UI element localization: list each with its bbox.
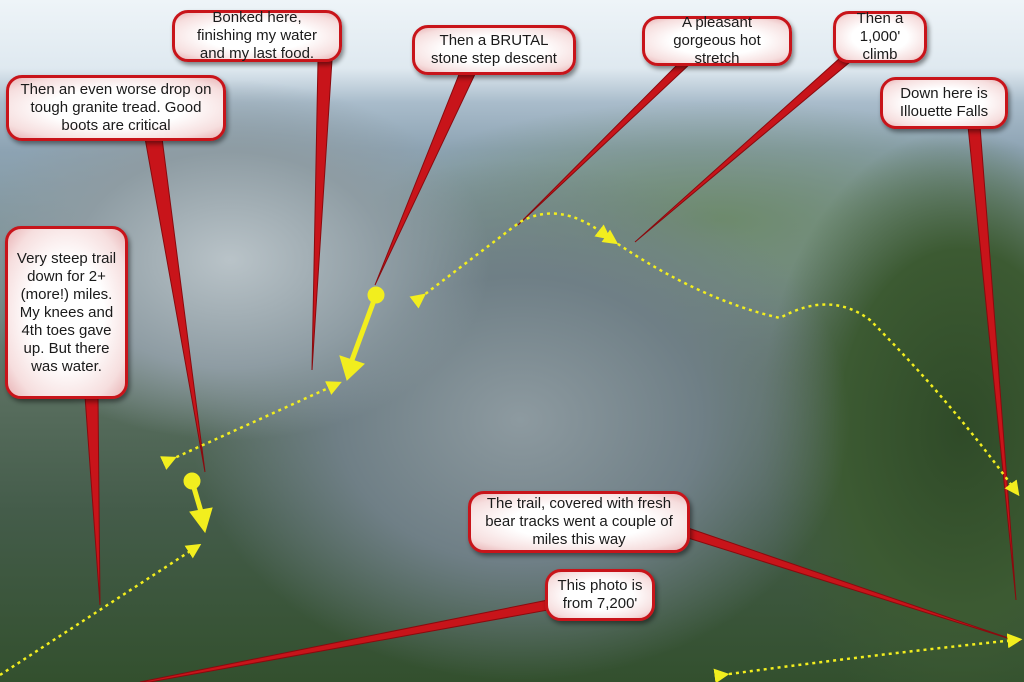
arrow-descent-lower [189,480,205,516]
trail-ridge [409,212,611,309]
pointer-pleasant [517,61,694,226]
callout-brutal-descent: Then a BRUTAL stone step descent [412,25,576,75]
callout-worse-drop: Then an even worse drop on tough granite… [6,75,226,141]
pointer-bear [687,527,1021,643]
pointer-steep [84,395,101,606]
trail-climb [601,229,1020,497]
callout-steep-trail: Very steep trail down for 2+ (more!) mil… [5,226,128,399]
pointer-photo [139,599,549,682]
callout-bear-tracks: The trail, covered with fresh bear track… [468,491,690,553]
arrowhead-lower [189,507,213,534]
pointer-bonked [311,59,333,371]
arrowhead-upper [339,355,365,381]
callout-illouette-falls: Down here is Illouette Falls [880,77,1008,129]
pointer-illouette [967,125,1017,601]
trail-bear [713,633,1023,682]
callout-pleasant-stretch: A pleasant gorgeous hot stretch [642,14,792,67]
trail-mid [160,381,342,470]
callout-climb: Then a 1,000' climb [833,10,927,63]
pointer-brutal [374,71,477,286]
callout-bonked: Bonked here, finishing my water and my l… [172,9,342,62]
arrow-descent-upper [349,294,379,361]
pointer-worse-drop [144,137,206,473]
callout-photo-elevation: This photo is from 7,200' [545,569,655,621]
